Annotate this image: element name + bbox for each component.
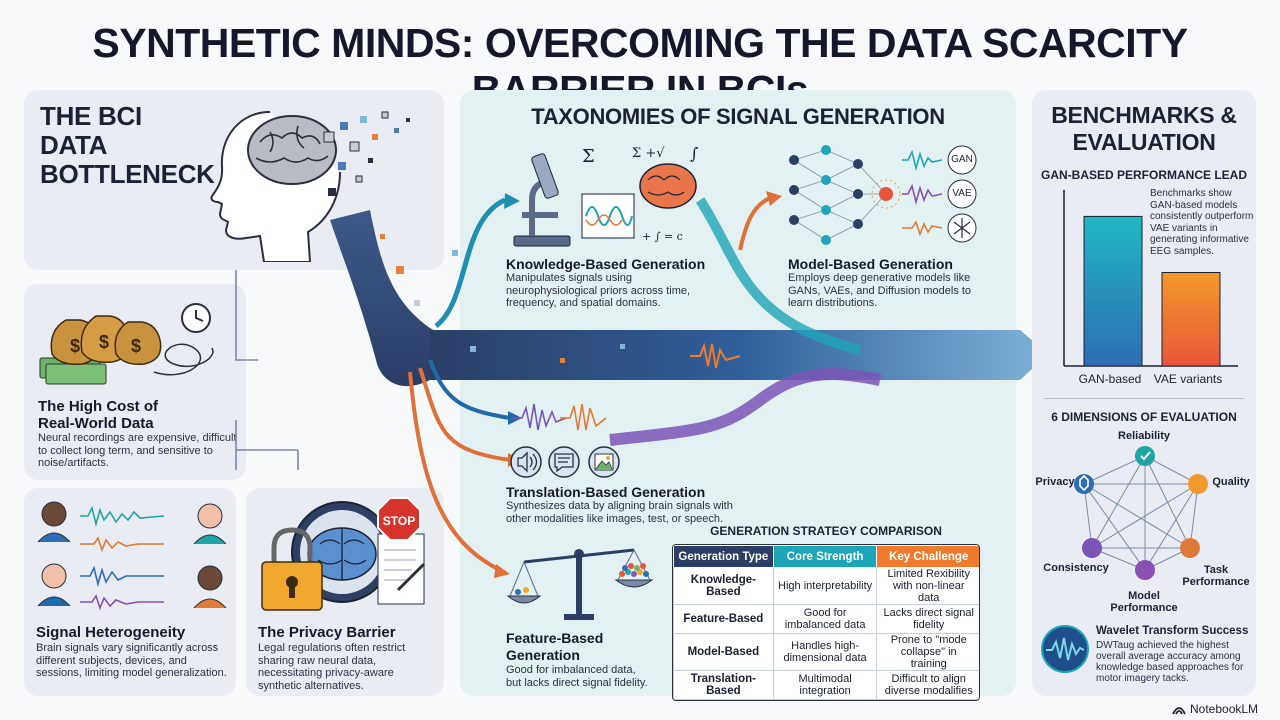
privacy-lock-brain-icon: [261, 497, 426, 611]
table-cell: Good for imbalanced data: [772, 604, 878, 634]
microscope-formula-icon: [513, 153, 697, 247]
neural-network-icon: [789, 145, 977, 245]
formula-sum-2: Σ +√: [632, 146, 665, 161]
money-bags-icon: $ $ $: [39, 303, 214, 385]
model-body: Employs deep generative models like GANs…: [788, 272, 972, 309]
table-cell: Feature-Based: [673, 604, 774, 634]
comparison-header-strength: Core Strength: [772, 545, 878, 568]
comparison-table: Generation Type Core Strength Key Challe…: [673, 545, 979, 700]
table-cell: Lacks direct signal fidelity: [876, 604, 979, 634]
wavelet-title: Wavelet Transform Success: [1096, 625, 1249, 637]
quality-icon: [1188, 474, 1208, 494]
people-signals-icon: [37, 501, 227, 611]
heterogeneity-title: Signal Heterogeneity: [36, 624, 186, 641]
benchmarks-panel: [1032, 90, 1256, 696]
privacy-body: Legal regulations often restrict sharing…: [258, 642, 406, 692]
modality-icons: [510, 446, 620, 478]
comparison-header-type: Generation Type: [673, 545, 774, 568]
cost-body: Neural recordings are expensive, difficu…: [38, 432, 237, 469]
feature-title: Feature-Based Generation: [506, 630, 604, 663]
gan-note: Benchmarks show GAN-based models consist…: [1150, 188, 1254, 257]
table-cell: Limited Rexibility with non-linear data: [876, 567, 979, 605]
table-cell: Knowledge-Based: [673, 567, 774, 605]
model-title: Model-Based Generation: [788, 256, 953, 272]
consistency-icon: [1082, 538, 1102, 558]
feature-body: Good for imbalanced data, but lacks dire…: [506, 664, 648, 689]
notebooklm-logo-icon: [1172, 707, 1186, 715]
formula-sum-1: Σ: [582, 146, 595, 167]
knowledge-title: Knowledge-Based Generation: [506, 256, 706, 272]
translation-title: Translation-Based Generation: [506, 484, 706, 500]
gan-lead-heading: GAN-BASED PERFORMANCE LEAD: [1040, 168, 1247, 182]
dimension-task-performance: Task Performance: [1182, 564, 1250, 588]
taxonomy-heading: TAXONOMIES OF SIGNAL GENERATION: [531, 104, 945, 129]
svg-text:$: $: [131, 336, 141, 356]
gan-badge: GAN: [951, 154, 973, 165]
dimensions-hexagon: [1074, 446, 1208, 580]
bar-vae: [1161, 272, 1221, 367]
model-performance-icon: [1135, 560, 1155, 580]
dimension-quality: Quality: [1212, 476, 1250, 488]
dimension-privacy: Privacy: [1035, 476, 1075, 488]
heterogeneity-body: Brain signals vary significantly across …: [36, 642, 227, 679]
bar-gan: [1083, 215, 1143, 367]
table-row: Model-Based Handles high-dimensional dat…: [673, 633, 979, 671]
privacy-title: The Privacy Barrier: [258, 624, 396, 641]
reliability-icon: [1135, 446, 1155, 466]
comparison-table-wrap: Generation Type Core Strength Key Challe…: [672, 544, 980, 701]
privacy-shield-icon: [1074, 474, 1094, 494]
dimension-model-performance: Model Performance: [1110, 590, 1178, 614]
stop-sign-label: STOP: [382, 514, 416, 528]
vae-badge: VAE: [952, 188, 972, 199]
divider: [1044, 398, 1244, 399]
formula-fragment: + ∫ = c: [642, 230, 683, 243]
svg-text:$: $: [70, 336, 80, 356]
dimensions-heading: 6 DIMENSIONS OF EVALUATION: [1051, 410, 1237, 424]
bar-label-gan: GAN-based: [1078, 372, 1142, 386]
bar-label-vae: VAE variants: [1153, 372, 1223, 386]
table-row: Translation-Based Multimodal integration…: [673, 670, 979, 700]
table-row: Feature-Based Good for imbalanced data L…: [673, 604, 979, 634]
table-cell: Multimodal integration: [772, 670, 878, 700]
translation-body: Synthesizes data by aligning brain signa…: [506, 500, 733, 525]
cost-title: The High Cost of Real-World Data: [38, 398, 158, 432]
footer-brand: NotebookLM: [1172, 700, 1278, 718]
benchmarks-heading: BENCHMARKS & EVALUATION: [1051, 102, 1237, 155]
bottleneck-heading: THE BCI DATA BOTTLENECK: [40, 101, 215, 189]
table-cell: Translation-Based: [673, 670, 774, 700]
table-cell: High interpretability: [772, 567, 878, 605]
balance-scale-icon: [506, 548, 654, 620]
table-cell: Handles high-dimensional data: [772, 633, 878, 671]
footer-brand-label: NotebookLM: [1190, 702, 1259, 716]
svg-text:$: $: [99, 332, 109, 352]
table-cell: Prone to "mode collapse" in training: [876, 633, 979, 671]
wavelet-icon: [1041, 625, 1089, 673]
comparison-heading: GENERATION STRATEGY COMPARISON: [710, 524, 942, 538]
knowledge-body: Manipulates signals using neurophysiolog…: [506, 272, 691, 309]
gan-vae-bar-chart: [1063, 190, 1238, 367]
dimension-reliability: Reliability: [1118, 430, 1170, 442]
table-cell: Difficult to align diverse modalifies: [876, 670, 979, 700]
formula-integral: ∫: [690, 144, 699, 163]
dimension-consistency: Consistency: [1043, 562, 1109, 574]
human-head-icon: [210, 111, 410, 262]
comparison-header-challenge: Key Challenge: [876, 545, 979, 568]
task-performance-icon: [1180, 538, 1200, 558]
table-cell: Model-Based: [673, 633, 774, 671]
table-row: Knowledge-Based High interpretability Li…: [673, 567, 979, 605]
wavelet-body: DWTaug achieved the highest overall aver…: [1096, 640, 1244, 684]
